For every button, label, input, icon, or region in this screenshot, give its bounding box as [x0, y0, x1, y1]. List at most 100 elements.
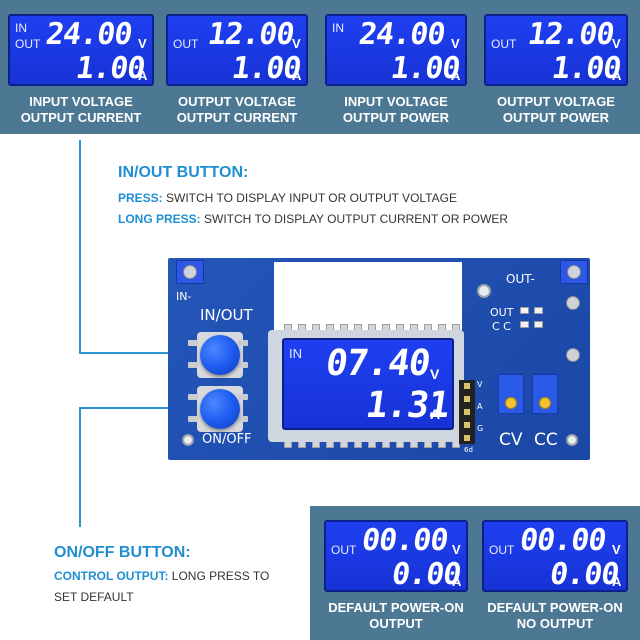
- inductor-module: [274, 262, 462, 330]
- inout-long-press-line: LONG PRESS: SWITCH TO DISPLAY OUTPUT CUR…: [118, 212, 508, 226]
- board-lcd-value-top: 07.40: [323, 343, 433, 384]
- silk-cv: CV: [499, 430, 523, 450]
- caption-input-voltage-output-current: INPUT VOLTAGE OUTPUT CURRENT: [4, 94, 158, 126]
- silk-header-a: A: [477, 402, 483, 411]
- lcd-value-top: 24.00: [356, 17, 447, 52]
- onoff-pin: [238, 394, 248, 400]
- cv-knob[interactable]: [505, 397, 517, 409]
- cc-knob[interactable]: [539, 397, 551, 409]
- caption-line1: INPUT VOLTAGE: [29, 94, 133, 109]
- lcd-input-voltage-output-current: IN OUT 24.00 V 1.00 A: [8, 14, 154, 86]
- cv-potentiometer[interactable]: [498, 374, 524, 414]
- mount-hole-bottom-left: [182, 434, 194, 446]
- screw-out-minus: [567, 265, 581, 279]
- lcd-value-top: 12.00: [525, 17, 616, 52]
- onoff-pin: [188, 394, 198, 400]
- silk-cc: CC: [534, 430, 558, 450]
- lcd-output-voltage-output-power: OUT 12.00 V 1.00 A: [484, 14, 628, 86]
- silk-onoff-label: ON/OFF: [202, 432, 252, 447]
- silk-out-minus: OUT-: [506, 272, 535, 286]
- connector-inout-vertical: [79, 140, 81, 354]
- control-output-text: LONG PRESS TO: [168, 569, 270, 583]
- caption-output-voltage-output-current: OUTPUT VOLTAGE OUTPUT CURRENT: [160, 94, 314, 126]
- silk-in-minus: IN-: [176, 290, 192, 303]
- silk-header-v: V: [477, 380, 483, 389]
- lcd-output-voltage-output-current: OUT 12.00 V 1.00 A: [166, 14, 308, 86]
- caption-line2: OUTPUT POWER: [342, 110, 450, 125]
- silk-inout-label: IN/OUT: [200, 306, 253, 324]
- caption-line1: DEFAULT POWER-ON: [328, 600, 464, 615]
- inout-pin: [238, 362, 248, 368]
- lcd-label-in: IN: [332, 21, 344, 35]
- onoff-pin: [188, 416, 198, 422]
- inout-pin: [238, 340, 248, 346]
- lcd-unit-top: V: [452, 542, 461, 557]
- silk-header-6d: 6d: [464, 446, 473, 454]
- lcd-label-out: OUT: [15, 37, 41, 51]
- lcd-unit-top: V: [451, 36, 460, 51]
- lcd-value-top: 24.00: [43, 17, 134, 52]
- led-cc: [520, 321, 529, 328]
- caption-output-voltage-output-power: OUTPUT VOLTAGE OUTPUT POWER: [479, 94, 633, 126]
- lcd-default-no-output: OUT 00.00 V 0.00 A: [482, 520, 628, 592]
- long-press-text: SWITCH TO DISPLAY OUTPUT CURRENT OR POWE…: [200, 212, 509, 226]
- inout-pin: [188, 340, 198, 346]
- cc-potentiometer[interactable]: [532, 374, 558, 414]
- board-lcd-unit-top: V: [430, 366, 440, 382]
- inout-button[interactable]: [200, 335, 240, 375]
- led-out: [534, 307, 543, 314]
- lcd-unit-bottom: A: [612, 574, 622, 589]
- caption-input-voltage-output-power: INPUT VOLTAGE OUTPUT POWER: [319, 94, 473, 126]
- lcd-value-top: 00.00: [517, 523, 608, 558]
- lcd-pins-top: [284, 324, 460, 334]
- lcd-unit-bottom: A: [138, 68, 148, 83]
- lcd-unit-top: V: [612, 542, 621, 557]
- caption-line2: OUTPUT CURRENT: [176, 110, 298, 125]
- lcd-label-out: OUT: [491, 37, 517, 51]
- lcd-label-in: IN: [15, 21, 27, 35]
- onoff-line2: SET DEFAULT: [54, 590, 134, 604]
- caption-line1: INPUT VOLTAGE: [344, 94, 448, 109]
- board-lcd: IN 07.40 V 1.31 A: [282, 338, 454, 430]
- header-pins: [459, 380, 475, 444]
- lcd-default-output: OUT 00.00 V 0.00 A: [324, 520, 468, 592]
- lcd-label-out: OUT: [489, 543, 515, 557]
- board-lcd-unit-bottom: A: [430, 406, 441, 422]
- caption-default-no-output: DEFAULT POWER-ON NO OUTPUT: [478, 600, 632, 632]
- silk-header-g: G: [477, 424, 484, 433]
- lcd-value-top: 00.00: [359, 523, 450, 558]
- caption-line1: DEFAULT POWER-ON: [487, 600, 623, 615]
- lcd-input-voltage-output-power: IN 24.00 V 1.00 A: [325, 14, 467, 86]
- press-text: SWITCH TO DISPLAY INPUT OR OUTPUT VOLTAG…: [162, 191, 457, 205]
- led-cc: [534, 321, 543, 328]
- via-right-mid: [566, 348, 580, 362]
- onoff-button[interactable]: [200, 389, 240, 429]
- caption-line2: OUTPUT POWER: [502, 110, 610, 125]
- onoff-pin: [238, 416, 248, 422]
- lcd-label-out: OUT: [173, 37, 199, 51]
- silk-cc-led: C C: [492, 320, 511, 333]
- via-right-top: [566, 296, 580, 310]
- caption-line1: OUTPUT VOLTAGE: [178, 94, 296, 109]
- caption-line2: OUTPUT CURRENT: [20, 110, 142, 125]
- connector-inout-horizontal: [79, 352, 203, 354]
- long-press-keyword: LONG PRESS:: [118, 212, 201, 226]
- caption-line2: NO OUTPUT: [516, 616, 594, 631]
- lcd-unit-bottom: A: [452, 574, 462, 589]
- press-keyword: PRESS:: [118, 191, 163, 205]
- lcd-label-out: OUT: [331, 543, 357, 557]
- lcd-value-bottom: 0.00: [547, 557, 621, 592]
- connector-onoff-horizontal: [79, 407, 203, 409]
- control-output-keyword: CONTROL OUTPUT:: [54, 569, 169, 583]
- inout-press-line: PRESS: SWITCH TO DISPLAY INPUT OR OUTPUT…: [118, 191, 457, 205]
- lcd-unit-bottom: A: [612, 68, 622, 83]
- screw-in-minus: [183, 265, 197, 279]
- lcd-unit-top: V: [292, 36, 301, 51]
- lcd-unit-top: V: [138, 36, 147, 51]
- caption-default-output: DEFAULT POWER-ON OUTPUT: [319, 600, 473, 632]
- lcd-unit-bottom: A: [292, 68, 302, 83]
- connector-onoff-vertical: [79, 407, 81, 527]
- lcd-unit-top: V: [612, 36, 621, 51]
- inout-pin: [188, 362, 198, 368]
- inout-title: IN/OUT BUTTON:: [118, 164, 249, 181]
